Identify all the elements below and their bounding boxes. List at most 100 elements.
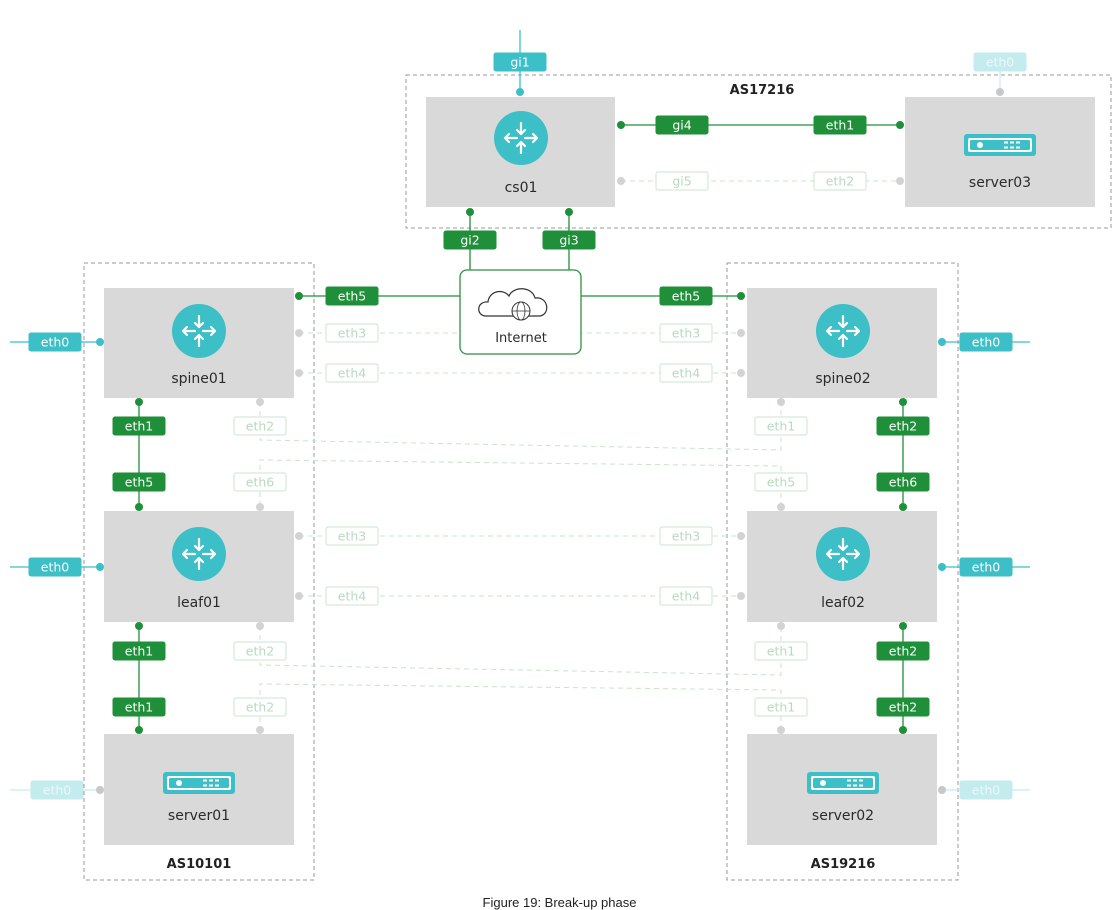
node-spine01[interactable]: spine01 bbox=[104, 288, 294, 398]
port-name: eth1 bbox=[125, 644, 153, 659]
as10101-label: AS10101 bbox=[167, 857, 232, 872]
port-label-leaf01-eth2[interactable]: eth2 bbox=[233, 641, 287, 661]
port-dot-server01-eth2 bbox=[256, 726, 264, 734]
port-label-leaf02-eth0[interactable]: eth0 bbox=[959, 557, 1013, 577]
port-label-spine01-eth5[interactable]: eth5 bbox=[325, 286, 379, 306]
port-dot-cs01-gi1 bbox=[516, 88, 524, 96]
port-dot-leaf02-eth6 bbox=[899, 503, 907, 511]
port-label-leaf01-eth0[interactable]: eth0 bbox=[28, 557, 82, 577]
port-label-leaf01-eth4[interactable]: eth4 bbox=[325, 586, 379, 606]
port-label-server01-eth2[interactable]: eth2 bbox=[233, 697, 287, 717]
port-label-leaf02-eth5[interactable]: eth5 bbox=[754, 472, 808, 492]
node-leaf01[interactable]: leaf01 bbox=[104, 511, 294, 622]
port-name: eth4 bbox=[672, 589, 701, 604]
port-name: eth4 bbox=[672, 366, 701, 381]
port-name: eth2 bbox=[826, 174, 854, 189]
node-cs01[interactable]: cs01 bbox=[426, 97, 615, 207]
as17216-label: AS17216 bbox=[730, 83, 795, 98]
node-label: spine02 bbox=[815, 371, 870, 387]
port-dot-leaf01-eth3 bbox=[295, 532, 303, 540]
port-dot-leaf02-eth3 bbox=[737, 532, 745, 540]
port-label-server01-eth1[interactable]: eth1 bbox=[112, 697, 166, 717]
port-name: eth3 bbox=[338, 529, 366, 544]
port-name: eth0 bbox=[972, 783, 1001, 798]
port-name: eth5 bbox=[338, 289, 366, 304]
node-spine02[interactable]: spine02 bbox=[747, 288, 937, 398]
port-label-spine01-eth4[interactable]: eth4 bbox=[325, 363, 379, 383]
port-name: gi1 bbox=[510, 55, 529, 70]
port-label-spine01-eth0[interactable]: eth0 bbox=[28, 332, 82, 352]
internet-node[interactable]: Internet bbox=[459, 269, 582, 355]
internet-label: Internet bbox=[495, 331, 547, 346]
port-name: eth0 bbox=[41, 560, 70, 575]
port-label-spine01-eth1[interactable]: eth1 bbox=[112, 416, 166, 436]
port-label-spine02-eth1[interactable]: eth1 bbox=[754, 416, 808, 436]
cross-link-spine01-leaf02 bbox=[259, 402, 782, 451]
node-server03[interactable]: server03 bbox=[905, 97, 1095, 207]
port-name: gi2 bbox=[460, 233, 479, 248]
port-dot-spine02-eth0 bbox=[938, 338, 946, 346]
node-leaf02[interactable]: leaf02 bbox=[747, 511, 937, 622]
port-dot-spine01-eth5 bbox=[295, 292, 303, 300]
port-label-cs01-gi1[interactable]: gi1 bbox=[493, 52, 547, 72]
port-label-server02-eth0[interactable]: eth0 bbox=[959, 780, 1013, 800]
port-label-server03-eth1[interactable]: eth1 bbox=[813, 115, 867, 135]
port-dot-leaf01-eth6 bbox=[256, 503, 264, 511]
port-label-leaf02-eth1[interactable]: eth1 bbox=[754, 641, 808, 661]
as19216-box bbox=[726, 262, 959, 881]
port-dot-leaf01-eth4 bbox=[295, 592, 303, 600]
ports-layer: gi1 gi4 gi5 gi2 gi3 eth0 eth1 eth2 eth0 eth5 eth3 e… bbox=[28, 52, 1027, 800]
node-label: server02 bbox=[812, 808, 874, 824]
port-label-leaf01-eth5[interactable]: eth5 bbox=[112, 472, 166, 492]
port-dot-cs01-gi4 bbox=[617, 121, 625, 129]
port-label-leaf02-eth6[interactable]: eth6 bbox=[876, 472, 930, 492]
port-label-cs01-gi3[interactable]: gi3 bbox=[542, 230, 596, 250]
port-label-server02-eth2[interactable]: eth2 bbox=[876, 697, 930, 717]
port-label-spine02-eth2[interactable]: eth2 bbox=[876, 416, 930, 436]
port-label-leaf02-eth2[interactable]: eth2 bbox=[876, 641, 930, 661]
port-label-spine01-eth3[interactable]: eth3 bbox=[325, 323, 379, 343]
port-label-cs01-gi5[interactable]: gi5 bbox=[655, 171, 709, 191]
as19216-label: AS19216 bbox=[811, 857, 876, 872]
port-label-spine02-eth4[interactable]: eth4 bbox=[659, 363, 713, 383]
port-dot-spine01-eth3 bbox=[295, 329, 303, 337]
port-label-server02-eth1[interactable]: eth1 bbox=[754, 697, 808, 717]
port-label-cs01-gi2[interactable]: gi2 bbox=[443, 230, 497, 250]
node-label: leaf02 bbox=[821, 595, 865, 611]
node-label: leaf01 bbox=[177, 595, 221, 611]
port-label-server03-eth2[interactable]: eth2 bbox=[813, 171, 867, 191]
port-label-leaf02-eth4[interactable]: eth4 bbox=[659, 586, 713, 606]
port-name: gi3 bbox=[559, 233, 578, 248]
port-name: eth0 bbox=[41, 335, 70, 350]
port-name: eth4 bbox=[338, 366, 367, 381]
port-dot-leaf02-eth1 bbox=[777, 622, 785, 630]
port-dot-server02-eth1 bbox=[777, 726, 785, 734]
port-label-leaf01-eth1[interactable]: eth1 bbox=[112, 641, 166, 661]
port-dot-spine01-eth4 bbox=[295, 369, 303, 377]
port-label-leaf01-eth6[interactable]: eth6 bbox=[233, 472, 287, 492]
port-dot-spine01-eth2 bbox=[256, 398, 264, 406]
cross-link-leaf02-server01 bbox=[259, 683, 782, 730]
node-server02[interactable]: server02 bbox=[747, 734, 937, 845]
port-name: eth0 bbox=[986, 55, 1015, 70]
port-name: eth1 bbox=[125, 700, 153, 715]
port-label-spine02-eth0[interactable]: eth0 bbox=[959, 332, 1013, 352]
port-name: eth2 bbox=[889, 644, 917, 659]
port-dot-server02-eth2 bbox=[899, 726, 907, 734]
port-label-spine02-eth3[interactable]: eth3 bbox=[659, 323, 713, 343]
port-name: eth5 bbox=[125, 475, 153, 490]
port-label-cs01-gi4[interactable]: gi4 bbox=[655, 115, 709, 135]
port-label-server01-eth0[interactable]: eth0 bbox=[30, 780, 84, 800]
port-dot-cs01-gi3 bbox=[565, 208, 573, 216]
port-label-spine02-eth5[interactable]: eth5 bbox=[659, 286, 713, 306]
port-name: eth2 bbox=[246, 700, 274, 715]
port-label-server03-eth0[interactable]: eth0 bbox=[973, 52, 1027, 72]
port-label-spine01-eth2[interactable]: eth2 bbox=[233, 416, 287, 436]
node-server01[interactable]: server01 bbox=[104, 734, 294, 845]
port-label-leaf02-eth3[interactable]: eth3 bbox=[659, 526, 713, 546]
port-dot-cs01-gi5 bbox=[617, 177, 625, 185]
port-label-leaf01-eth3[interactable]: eth3 bbox=[325, 526, 379, 546]
port-name: eth2 bbox=[889, 419, 917, 434]
figure-caption: Figure 19: Break-up phase bbox=[482, 895, 637, 910]
port-dot-cs01-gi2 bbox=[466, 208, 474, 216]
